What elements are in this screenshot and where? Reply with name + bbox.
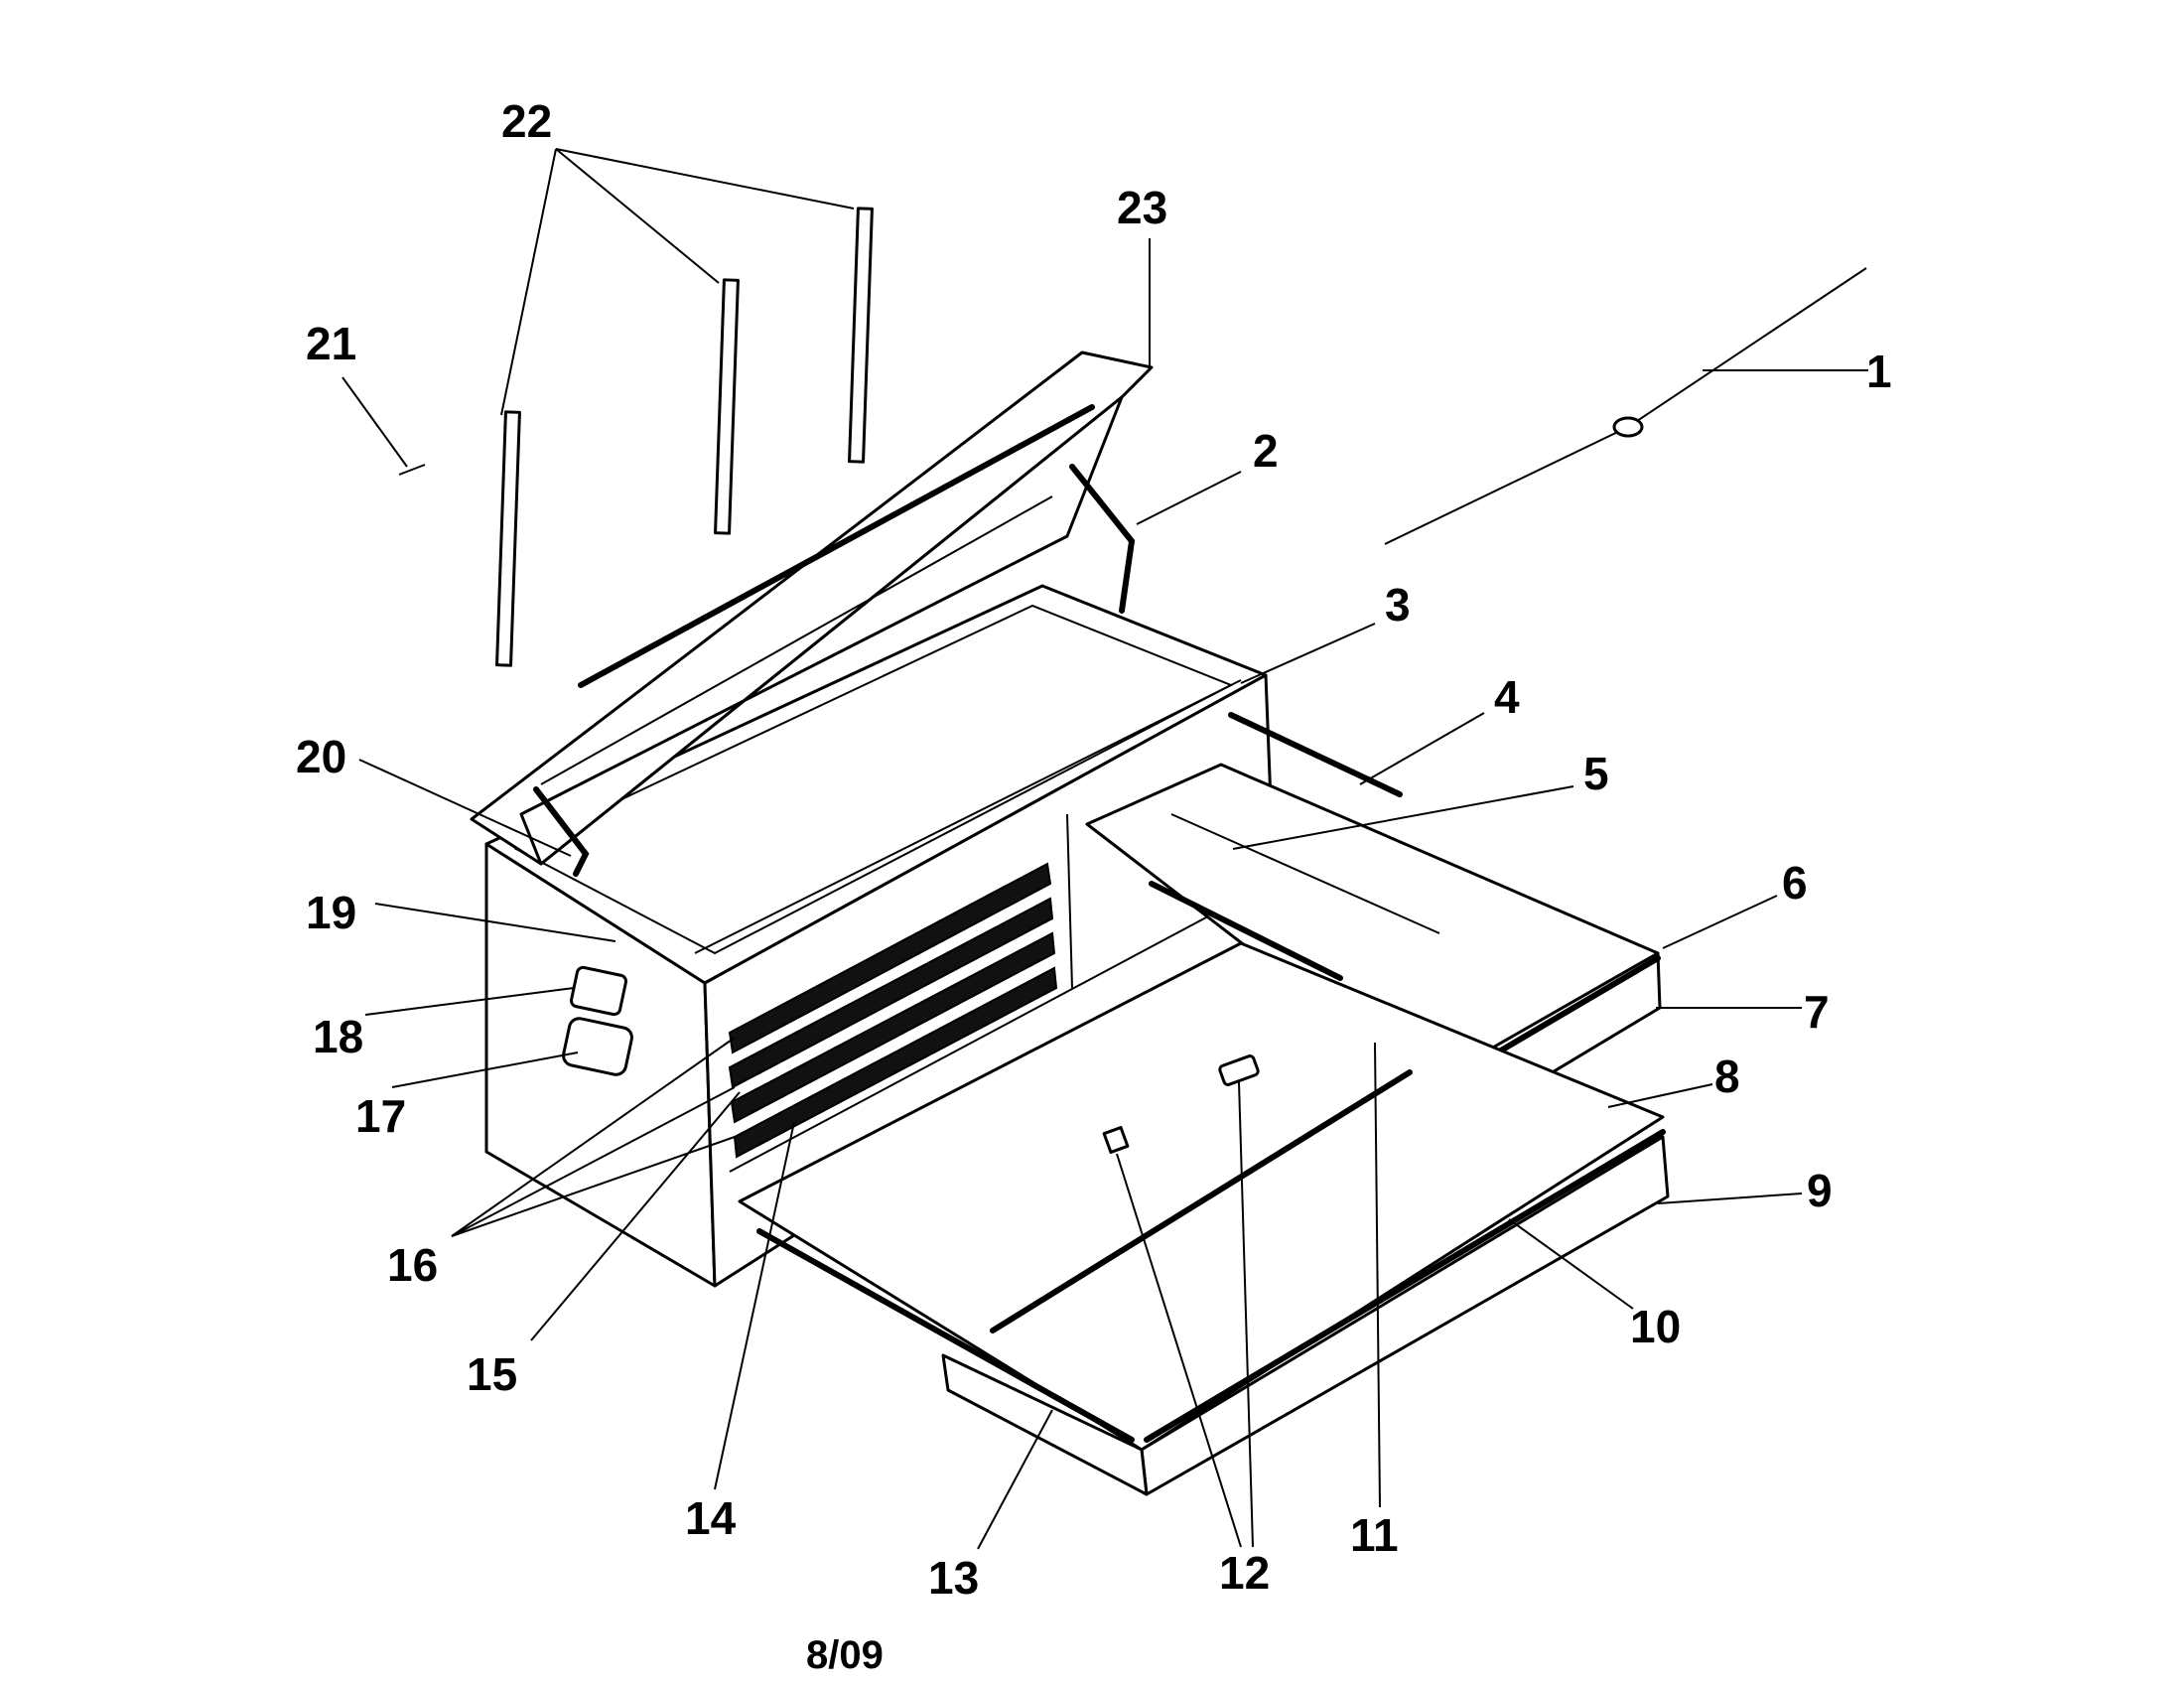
leader-20	[358, 759, 572, 857]
center-partition	[1066, 813, 1073, 989]
callout-20: 20	[296, 731, 346, 782]
pin	[398, 464, 426, 476]
leader-16b	[451, 1086, 736, 1237]
callout-5: 5	[1583, 748, 1609, 799]
leader-21	[341, 376, 408, 468]
leader-19	[374, 903, 616, 942]
leader-16c	[451, 1136, 736, 1237]
date-code: 8/09	[806, 1633, 884, 1677]
callout-14: 14	[685, 1492, 737, 1544]
leader-9	[1657, 1193, 1803, 1204]
callout-17: 17	[355, 1090, 406, 1142]
leader-12a	[1116, 1153, 1242, 1548]
callout-15: 15	[467, 1348, 517, 1400]
lid-inner-edge	[540, 495, 1053, 785]
leader-16a	[451, 1037, 736, 1237]
callout-23: 23	[1117, 182, 1167, 233]
callout-8: 8	[1714, 1051, 1740, 1102]
callout-11: 11	[1350, 1509, 1399, 1561]
lower-drawer-rail	[990, 1069, 1413, 1333]
upper-drawer-handle	[1486, 955, 1661, 1060]
lid-front-edge	[578, 404, 1095, 688]
leader-22c	[555, 148, 855, 210]
small-drawer-front-3	[730, 931, 1056, 1124]
divider-strip-1	[495, 410, 521, 667]
leader-18	[364, 987, 575, 1016]
leader-11	[1374, 1042, 1381, 1508]
leader-8	[1607, 1083, 1713, 1108]
callout-6: 6	[1782, 857, 1808, 909]
callout-12: 12	[1219, 1547, 1270, 1599]
leader-17	[391, 1052, 579, 1088]
leader-22a	[500, 148, 557, 416]
callout-3: 3	[1385, 579, 1411, 631]
leader-lines	[341, 148, 1868, 1550]
lid-stay-right	[1069, 464, 1136, 614]
callout-22: 22	[501, 95, 552, 147]
lid-top-panel	[519, 395, 1124, 866]
divider-strip-3	[848, 207, 874, 464]
upper-drawer-slide-lower	[1149, 881, 1343, 981]
leader-4	[1359, 712, 1485, 785]
lock-cam-right	[1218, 1054, 1260, 1086]
callout-10: 10	[1630, 1301, 1681, 1352]
small-drawer-front-4	[733, 966, 1058, 1159]
small-drawer-front-1	[728, 862, 1052, 1054]
lower-cavity-edge	[729, 893, 1252, 1173]
lid-stay-left	[533, 786, 590, 877]
lid-panel	[470, 351, 1154, 866]
leader-2	[1136, 471, 1242, 525]
leader-3	[1240, 623, 1376, 684]
leader-22b	[555, 148, 720, 284]
divider-strip-2	[714, 278, 740, 535]
callout-4: 4	[1494, 671, 1520, 723]
upper-drawer-slide	[1228, 712, 1403, 797]
callout-16: 16	[387, 1239, 438, 1291]
leader-5	[1232, 785, 1574, 850]
leader-10	[1508, 1218, 1634, 1310]
lock-rod-cam	[1612, 416, 1644, 438]
lock-rod	[1384, 267, 1867, 545]
callout-7: 7	[1804, 986, 1830, 1038]
callout-labels: 1 2 3 4 5 6 7 8 9 10 11 12 13 14 15 16 1…	[296, 95, 1892, 1604]
lower-drawer-handle	[1144, 1129, 1666, 1443]
callout-18: 18	[313, 1011, 363, 1062]
leader-12b	[1238, 1081, 1254, 1548]
callout-13: 13	[928, 1552, 979, 1604]
lock-cam-left	[1102, 1126, 1130, 1154]
small-drawer-stack	[728, 862, 1058, 1159]
callout-1: 1	[1866, 346, 1892, 397]
callout-19: 19	[306, 887, 356, 938]
lower-drawer-slide-left	[756, 1228, 1135, 1443]
leader-15	[530, 1091, 741, 1341]
small-drawer-front-2	[728, 897, 1054, 1089]
leader-13	[977, 1409, 1053, 1550]
inner-ledge	[694, 679, 1242, 954]
callout-21: 21	[306, 318, 356, 369]
upper-drawer-divider	[1170, 813, 1440, 934]
callout-2: 2	[1253, 425, 1279, 477]
lid-assembly	[470, 351, 1154, 877]
leader-6	[1662, 895, 1778, 949]
leader-14	[714, 1121, 795, 1490]
side-handle-grip	[562, 1017, 633, 1076]
callout-9: 9	[1807, 1165, 1833, 1216]
side-handle-bracket	[570, 965, 627, 1017]
